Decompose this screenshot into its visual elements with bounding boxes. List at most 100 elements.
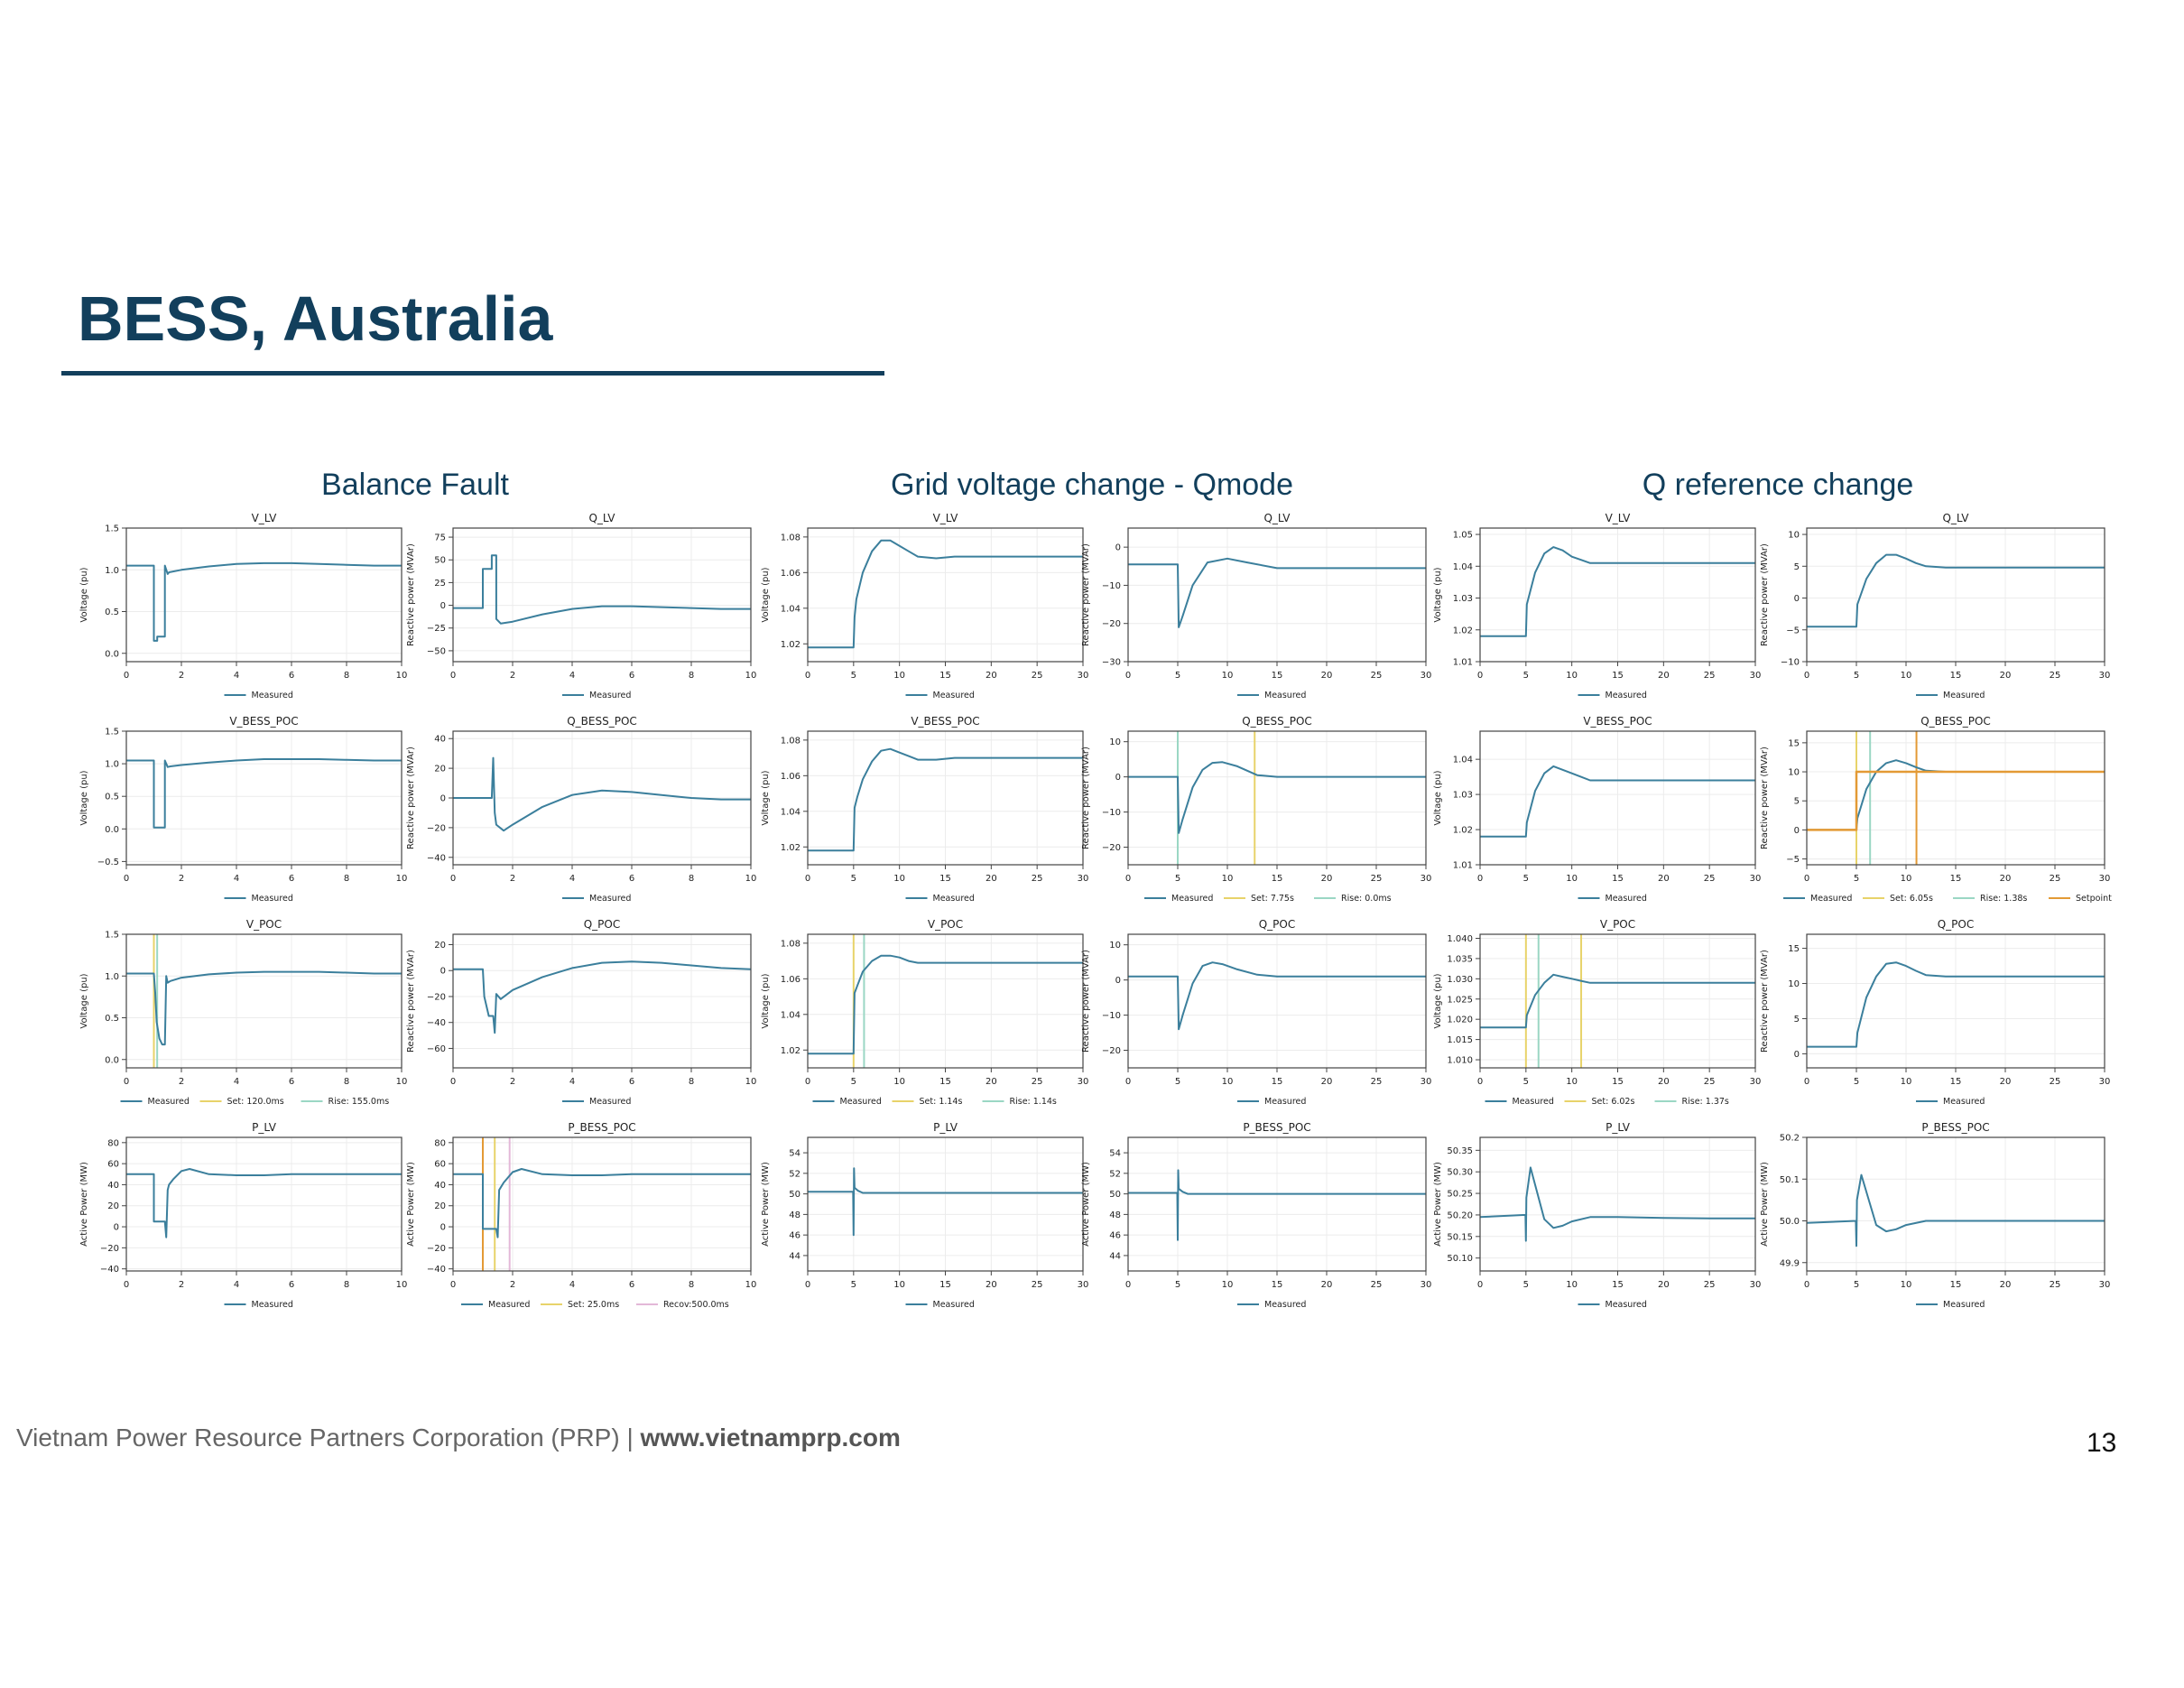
series-line-measured [1806, 1173, 2105, 1247]
y-tick-label: −20 [427, 1244, 446, 1254]
x-tick-label: 0 [805, 671, 810, 681]
y-tick-label: 1.04 [1453, 562, 1473, 572]
x-tick-label: 15 [1272, 874, 1283, 884]
x-tick-label: 20 [986, 1077, 997, 1087]
legend-label: Set: 6.02s [1592, 1097, 1635, 1107]
y-tick-label: 75 [434, 533, 446, 543]
chart-title: V_BESS_POC [1583, 715, 1652, 728]
y-tick-label: 0 [114, 1223, 119, 1233]
legend-label: Set: 7.75s [1251, 894, 1294, 904]
y-tick-label: −5 [1786, 626, 1800, 635]
x-tick-label: 0 [124, 1077, 129, 1087]
series-line-measured [808, 539, 1083, 649]
series-line-measured [808, 747, 1083, 852]
chart-title: Q_LV [1263, 512, 1291, 524]
y-tick-label: 0 [1115, 976, 1121, 986]
x-tick-label: 0 [805, 1077, 810, 1087]
x-tick-label: 4 [234, 874, 239, 884]
y-tick-label: 1.015 [1447, 1035, 1473, 1045]
series-line-setpoint [1807, 770, 2105, 831]
x-tick-label: 30 [2099, 874, 2111, 884]
x-tick-label: 2 [179, 671, 184, 681]
y-tick-label: 0 [1794, 594, 1800, 604]
x-tick-label: 15 [1612, 671, 1624, 681]
x-tick-label: 5 [851, 1077, 856, 1087]
x-tick-label: 2 [510, 1077, 515, 1087]
y-tick-label: −50 [427, 646, 446, 656]
y-tick-label: 1.5 [105, 728, 119, 737]
y-axis-label: Reactive power (MVAr) [1081, 747, 1091, 849]
legend-label: Measured [1606, 1300, 1647, 1310]
x-tick-label: 5 [851, 671, 856, 681]
x-tick-label: 5 [1854, 1077, 1859, 1087]
y-tick-label: 0.5 [105, 1014, 119, 1024]
y-tick-label: 46 [1109, 1231, 1121, 1241]
y-tick-label: 1.04 [781, 604, 800, 614]
x-tick-label: 30 [2099, 1280, 2111, 1290]
y-tick-label: −20 [100, 1244, 119, 1254]
legend-label: Measured [589, 1097, 631, 1107]
y-tick-label: −5 [1786, 855, 1800, 865]
y-axis-label: Active Power (MW) [406, 1162, 416, 1247]
x-tick-label: 25 [1704, 1077, 1716, 1087]
y-tick-label: 50.30 [1447, 1168, 1473, 1178]
group-title-balance-fault: Balance Fault [321, 468, 509, 502]
x-tick-label: 20 [1658, 874, 1670, 884]
y-tick-label: 10 [1788, 979, 1800, 989]
y-tick-label: −60 [427, 1044, 446, 1054]
chart-title: Q_LV [1942, 512, 1969, 524]
legend-label: Measured [1943, 1097, 1985, 1107]
y-tick-label: 25 [434, 579, 446, 589]
y-tick-label: 54 [789, 1149, 800, 1159]
x-tick-label: 30 [2099, 1077, 2111, 1087]
x-tick-label: 20 [986, 874, 997, 884]
y-tick-label: 0.5 [105, 793, 119, 802]
y-tick-label: 52 [789, 1169, 800, 1179]
y-tick-label: 1.020 [1447, 1016, 1473, 1025]
y-tick-label: 0 [440, 967, 446, 977]
y-tick-label: 1.06 [781, 569, 800, 579]
x-tick-label: 10 [1222, 671, 1234, 681]
y-axis-label: Active Power (MW) [79, 1162, 89, 1247]
y-tick-label: 1.08 [781, 939, 800, 949]
series-line-measured [453, 554, 751, 625]
x-tick-label: 8 [344, 1280, 349, 1290]
y-tick-label: −20 [1102, 843, 1121, 853]
x-tick-label: 8 [689, 1077, 694, 1087]
x-tick-label: 8 [344, 1077, 349, 1087]
x-tick-label: 5 [1523, 1077, 1529, 1087]
y-tick-label: 80 [434, 1138, 446, 1148]
x-tick-label: 25 [1032, 671, 1043, 681]
x-tick-label: 10 [893, 1077, 905, 1087]
y-axis-label: Reactive power (MVAr) [406, 950, 416, 1053]
x-tick-label: 10 [745, 1077, 757, 1087]
chart-title: Q_BESS_POC [1920, 715, 1991, 728]
y-tick-label: 1.040 [1447, 934, 1473, 944]
x-tick-label: 4 [234, 671, 239, 681]
y-tick-label: 10 [1109, 737, 1121, 747]
y-tick-label: 1.04 [781, 807, 800, 817]
legend-label: Measured [488, 1300, 530, 1310]
legend-label: Measured [1810, 894, 1852, 904]
x-tick-label: 0 [1125, 1077, 1131, 1087]
y-tick-label: 1.035 [1447, 954, 1473, 964]
y-tick-label: 50.2 [1780, 1134, 1800, 1144]
x-tick-label: 6 [629, 874, 634, 884]
x-tick-label: 25 [1032, 1077, 1043, 1087]
x-tick-label: 30 [1421, 1077, 1432, 1087]
x-tick-label: 30 [1750, 874, 1762, 884]
x-tick-label: 25 [2050, 1280, 2061, 1290]
x-tick-label: 10 [745, 874, 757, 884]
x-tick-label: 10 [1222, 1077, 1234, 1087]
title-underline [61, 371, 884, 376]
x-tick-label: 25 [2050, 874, 2061, 884]
x-tick-label: 15 [1950, 1077, 1962, 1087]
footer-url-link[interactable]: www.vietnamprp.com [640, 1424, 901, 1451]
x-tick-label: 20 [1658, 671, 1670, 681]
y-tick-label: 50 [434, 556, 446, 566]
